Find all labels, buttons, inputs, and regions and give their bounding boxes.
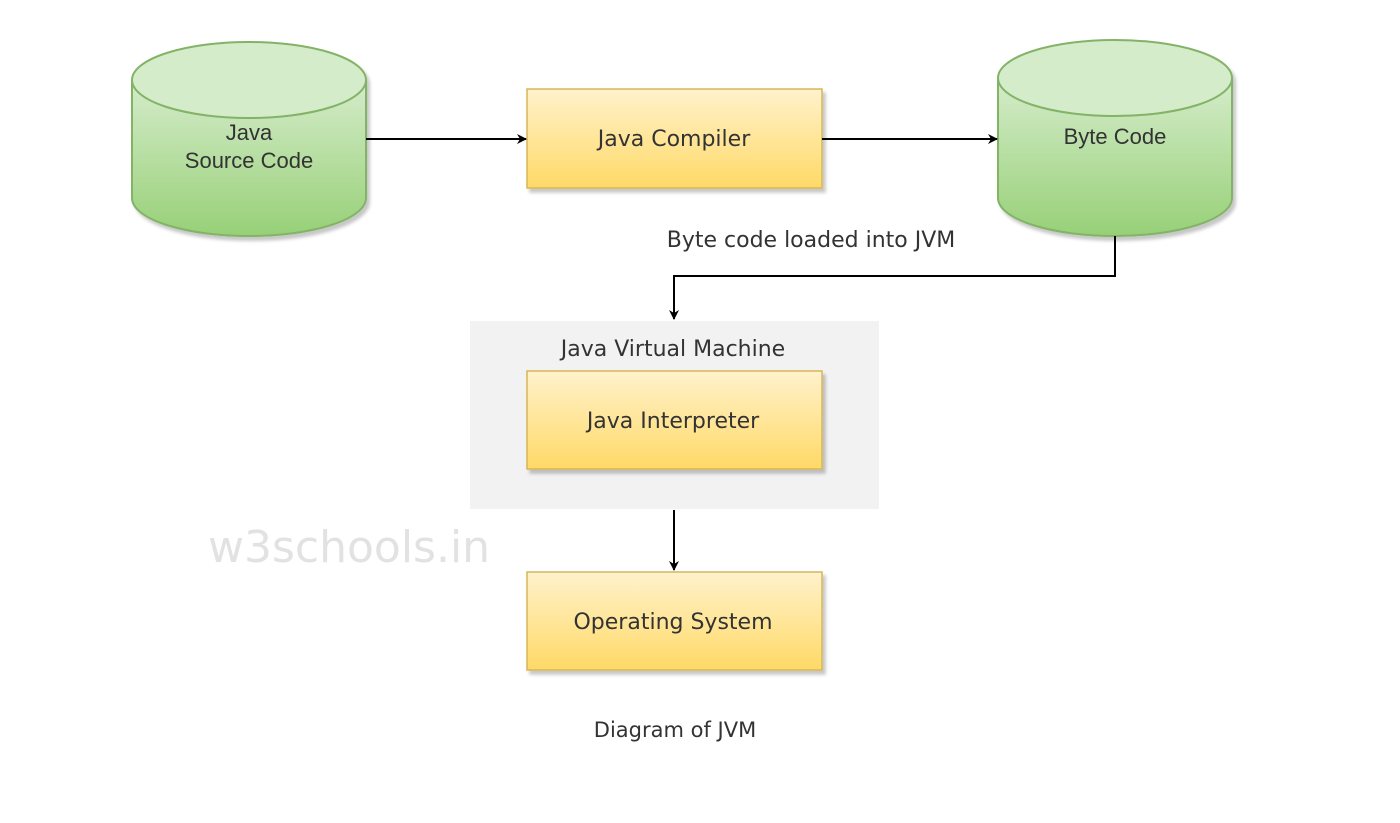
diagram-caption: Diagram of JVM bbox=[594, 718, 756, 742]
bytecode-loaded-label: Byte code loaded into JVM bbox=[667, 228, 955, 253]
watermark-text: w3schools.in bbox=[208, 522, 490, 573]
java-compiler-label: Java Compiler bbox=[596, 127, 751, 152]
operating-system-box: Operating System bbox=[526, 571, 823, 671]
operating-system-label: Operating System bbox=[573, 610, 772, 635]
byte-code-label: Byte Code bbox=[1064, 124, 1167, 149]
byte-code-cylinder bbox=[997, 39, 1233, 237]
jvm-container-label: Java Virtual Machine bbox=[559, 337, 785, 362]
java-source-code-label-line1: Java bbox=[226, 120, 273, 145]
arrow-bytecode-to-jvm bbox=[669, 236, 1116, 320]
java-source-code-cylinder bbox=[131, 41, 367, 237]
java-interpreter-label: Java Interpreter bbox=[585, 409, 760, 434]
java-interpreter-box: Java Interpreter bbox=[526, 370, 823, 470]
java-source-code-label-line2: Source Code bbox=[185, 148, 313, 173]
java-compiler-box: Java Compiler bbox=[526, 88, 823, 189]
